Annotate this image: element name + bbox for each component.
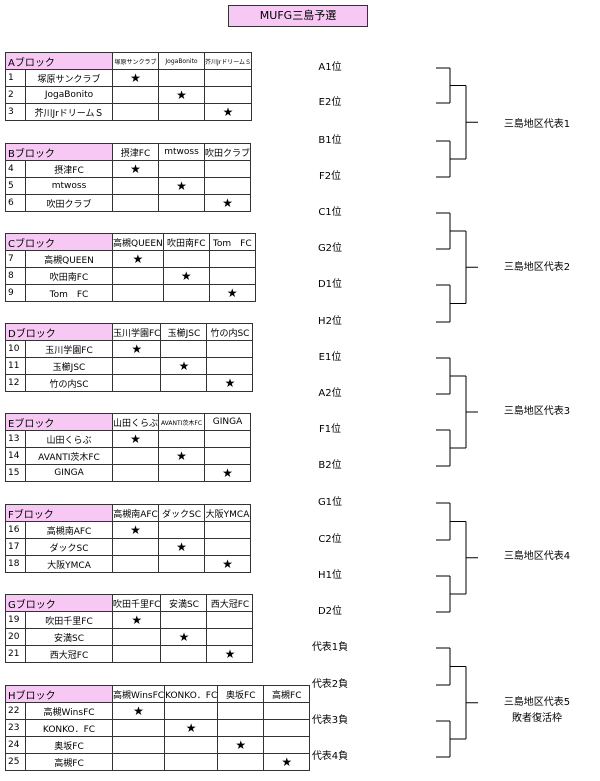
bracket-slot-label: F2位: [318, 171, 342, 182]
representative-line: 三島地区代表2: [503, 262, 571, 273]
representative-line: 三島地区代表3: [503, 406, 571, 417]
bracket-slot-label: E1位: [318, 352, 342, 363]
match-cell: [111, 374, 162, 392]
self-match-star: ★: [204, 464, 252, 482]
bracket-slot-label: E2位: [318, 97, 342, 108]
bracket-slot-label: G1位: [317, 497, 343, 508]
bracket-slot-label: H1位: [318, 570, 342, 581]
representative-label: 三島地区代表1: [482, 117, 592, 133]
representative-label: 三島地区代表4: [482, 549, 592, 565]
representative-line: 敗者復活枠: [512, 713, 562, 724]
representative-line: 三島地区代表4: [503, 551, 571, 562]
bracket-slot-label: D1位: [317, 279, 343, 290]
page-title: MUFG三島予選: [228, 5, 368, 27]
representative-line: 三島地区代表5: [503, 697, 571, 708]
team-name: 西大冠FC: [25, 645, 113, 663]
block-name: Eブロック: [5, 413, 113, 431]
match-cell: [111, 464, 160, 482]
bracket-slot-label: 代表4負: [311, 751, 349, 762]
self-match-star: ★: [263, 753, 311, 771]
block-name: Gブロック: [5, 594, 113, 612]
self-match-star: ★: [206, 374, 254, 392]
bracket-slot-label: B1位: [318, 135, 342, 146]
bracket-slot-label: C1位: [318, 207, 342, 218]
bracket-slot-label: A1位: [318, 62, 342, 73]
block-name: Aブロック: [5, 52, 113, 70]
block-name: Cブロック: [5, 233, 113, 251]
bracket-slot-label: 代表1負: [311, 642, 349, 653]
bracket-slot-label: G2位: [317, 243, 343, 254]
bracket-slot-label: 代表3負: [311, 715, 349, 726]
representative-label: 三島地区代表2: [482, 260, 592, 276]
team-name: 吹田クラブ: [25, 194, 113, 212]
team-number: 18: [5, 555, 26, 573]
self-match-star: ★: [208, 284, 256, 302]
bracket-slot-label: H2位: [318, 316, 342, 327]
bracket-slot-label: 代表2負: [311, 679, 349, 690]
bracket-slot-label: C2位: [318, 534, 342, 545]
bracket-slot-label: A2位: [318, 388, 342, 399]
block-header-team: 芥川JrドリームＳ: [203, 52, 253, 70]
bracket-slot-label: B2位: [318, 460, 342, 471]
team-number: 12: [5, 374, 26, 392]
self-match-star: ★: [204, 555, 251, 573]
bracket-slot-label: D2位: [317, 606, 343, 617]
representative-label: 三島地区代表3: [482, 404, 592, 420]
match-cell: [111, 645, 162, 663]
self-match-star: ★: [203, 103, 253, 121]
match-cell: [164, 753, 219, 771]
bracket-slot-label: F1位: [318, 424, 342, 435]
team-number: 21: [5, 645, 26, 663]
team-name: Tom FC: [25, 284, 113, 302]
representative-label: 三島地区代表5 敗者復活枠: [482, 695, 592, 727]
self-match-star: ★: [203, 194, 252, 212]
representative-line: 三島地区代表1: [503, 119, 571, 130]
block-header-team: 大阪YMCA: [204, 504, 251, 522]
self-match-star: ★: [206, 645, 254, 663]
